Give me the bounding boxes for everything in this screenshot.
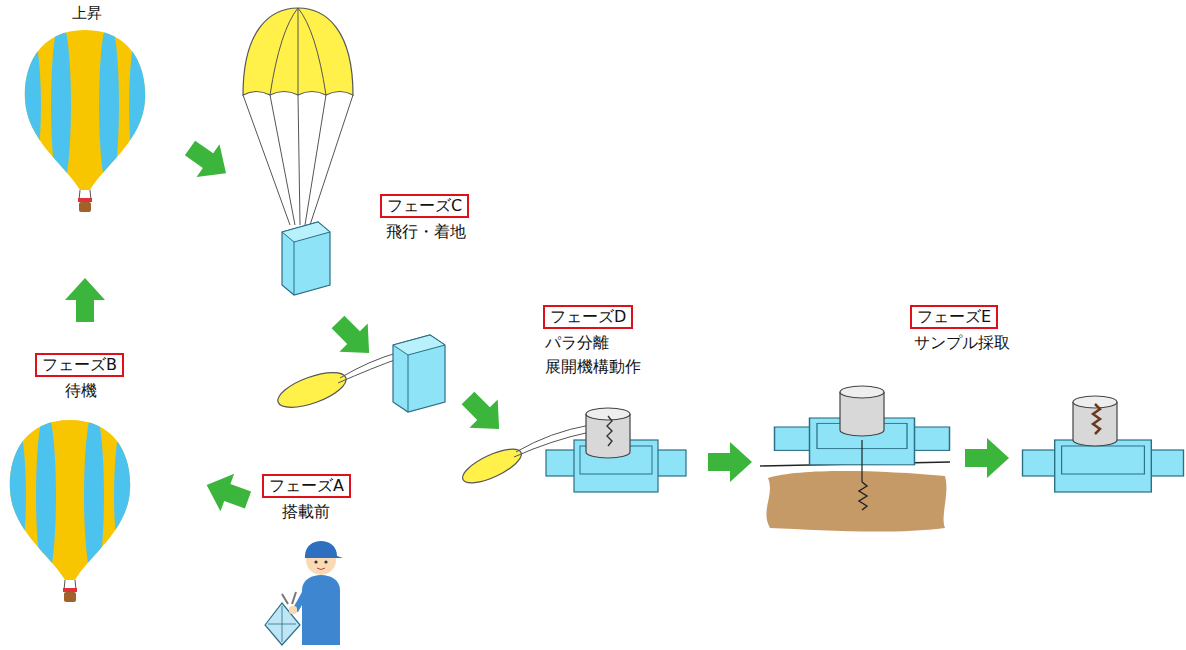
phase-description: 待機 <box>65 379 145 403</box>
phase-node: フェーズC飛行・着地 <box>380 194 510 244</box>
phase-heading: フェーズB <box>35 353 124 377</box>
phase-heading: フェーズA <box>262 474 351 498</box>
phase-node: フェーズA搭載前 <box>262 474 366 524</box>
phase-node: フェーズDパラ分離 展開機構動作 <box>543 305 661 379</box>
phase-description: 飛行・着地 <box>386 220 506 244</box>
phase-node: フェーズEサンプル採取 <box>910 305 1048 355</box>
phase-heading: フェーズD <box>543 305 633 329</box>
phase-label: 上昇 <box>72 4 102 22</box>
phase-heading: フェーズC <box>380 194 469 218</box>
phase-heading: フェーズE <box>910 305 998 329</box>
phase-description: パラ分離 展開機構動作 <box>545 331 657 379</box>
phase-node: フェーズB待機 <box>35 353 149 403</box>
phase-description: サンプル採取 <box>914 331 1044 355</box>
phase-description: 搭載前 <box>282 500 362 524</box>
